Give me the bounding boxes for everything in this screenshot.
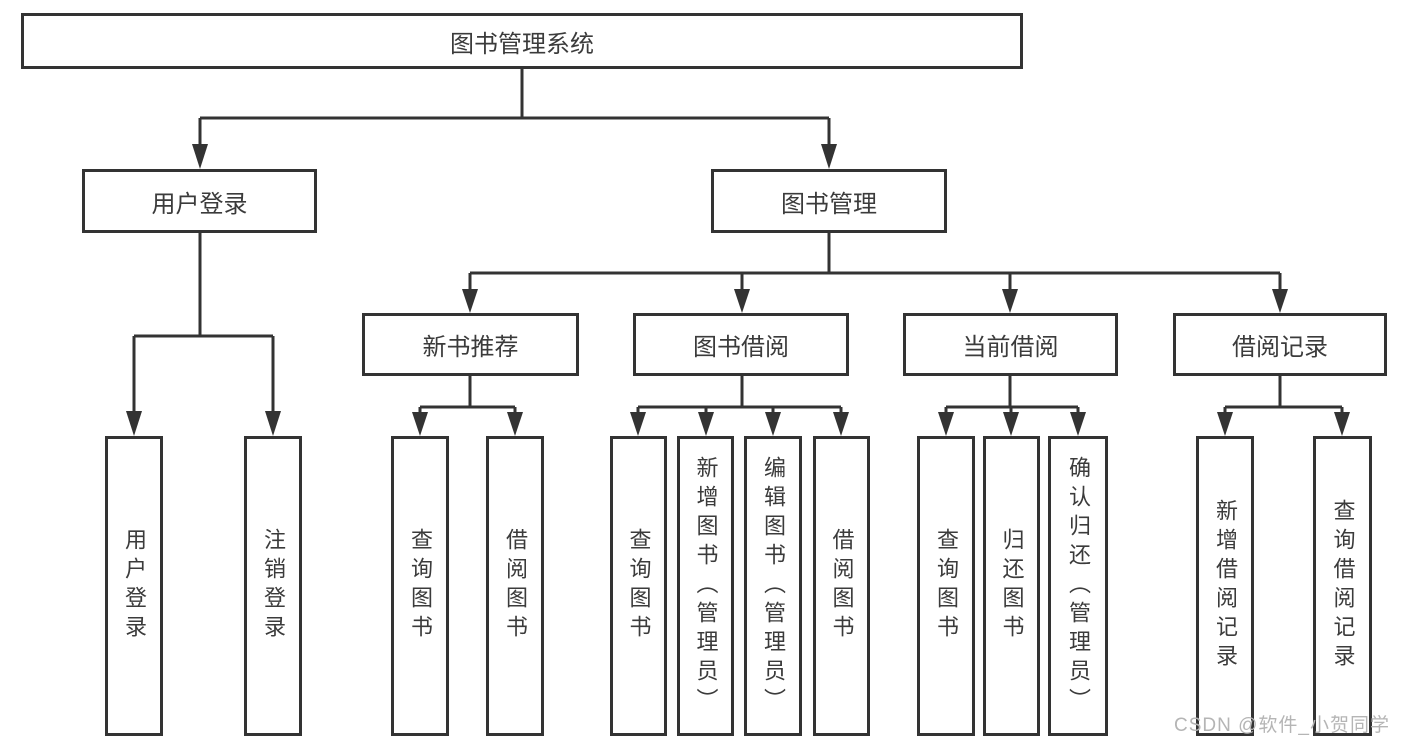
node-label: 查询图书 — [626, 528, 652, 644]
node-label: 编辑图书（管理员） — [761, 455, 786, 717]
node-label: 图书管理系统 — [450, 30, 594, 58]
node-label: 归还图书 — [999, 528, 1025, 644]
node-user-login-leaf: 用户登录 — [105, 436, 163, 736]
node-query-books-current: 查询图书 — [917, 436, 975, 736]
node-add-borrow-record: 新增借阅记录 — [1196, 436, 1254, 736]
node-current-borrowing: 当前借阅 — [903, 313, 1118, 376]
node-label: 当前借阅 — [962, 334, 1059, 361]
node-book-borrowing: 图书借阅 — [633, 313, 849, 376]
node-label: 新增图书（管理员） — [693, 455, 719, 717]
node-label: 注销登录 — [261, 528, 286, 644]
csdn-watermark: CSDN @软件_小贺同学 — [1174, 715, 1390, 736]
node-borrow-books-leaf: 借阅图书 — [813, 436, 870, 736]
node-label: 借阅图书 — [503, 528, 528, 644]
node-label: 用户登录 — [151, 190, 248, 218]
node-query-books-borrow: 查询图书 — [610, 436, 667, 736]
node-new-book-recommendation: 新书推荐 — [362, 313, 579, 376]
node-borrowing-records: 借阅记录 — [1173, 313, 1387, 376]
node-label: 查询图书 — [934, 528, 959, 644]
node-confirm-return-admin: 确认归还（管理员） — [1048, 436, 1108, 736]
arrowheads — [126, 144, 1350, 436]
node-label: 图书借阅 — [693, 334, 789, 361]
node-label: 图书管理 — [781, 190, 877, 218]
node-label: 借阅图书 — [829, 528, 855, 644]
node-query-books-rec: 查询图书 — [391, 436, 449, 736]
node-book-management-branch: 图书管理 — [711, 169, 947, 233]
node-return-books: 归还图书 — [983, 436, 1040, 736]
node-label: 用户登录 — [122, 528, 147, 644]
node-user-login-branch: 用户登录 — [82, 169, 317, 233]
node-library-management-system: 图书管理系统 — [21, 13, 1023, 69]
node-query-borrow-record: 查询借阅记录 — [1313, 436, 1372, 736]
node-label: 借阅记录 — [1232, 334, 1328, 361]
node-label: 查询图书 — [408, 528, 433, 644]
node-borrow-books-rec: 借阅图书 — [486, 436, 544, 736]
node-logout-leaf: 注销登录 — [244, 436, 302, 736]
node-label: 确认归还（管理员） — [1066, 455, 1091, 717]
node-label: 新书推荐 — [422, 334, 519, 361]
node-edit-books-admin: 编辑图书（管理员） — [744, 436, 802, 736]
node-label: 新增借阅记录 — [1213, 499, 1238, 673]
node-label: 查询借阅记录 — [1330, 499, 1356, 673]
node-add-books-admin: 新增图书（管理员） — [677, 436, 734, 736]
